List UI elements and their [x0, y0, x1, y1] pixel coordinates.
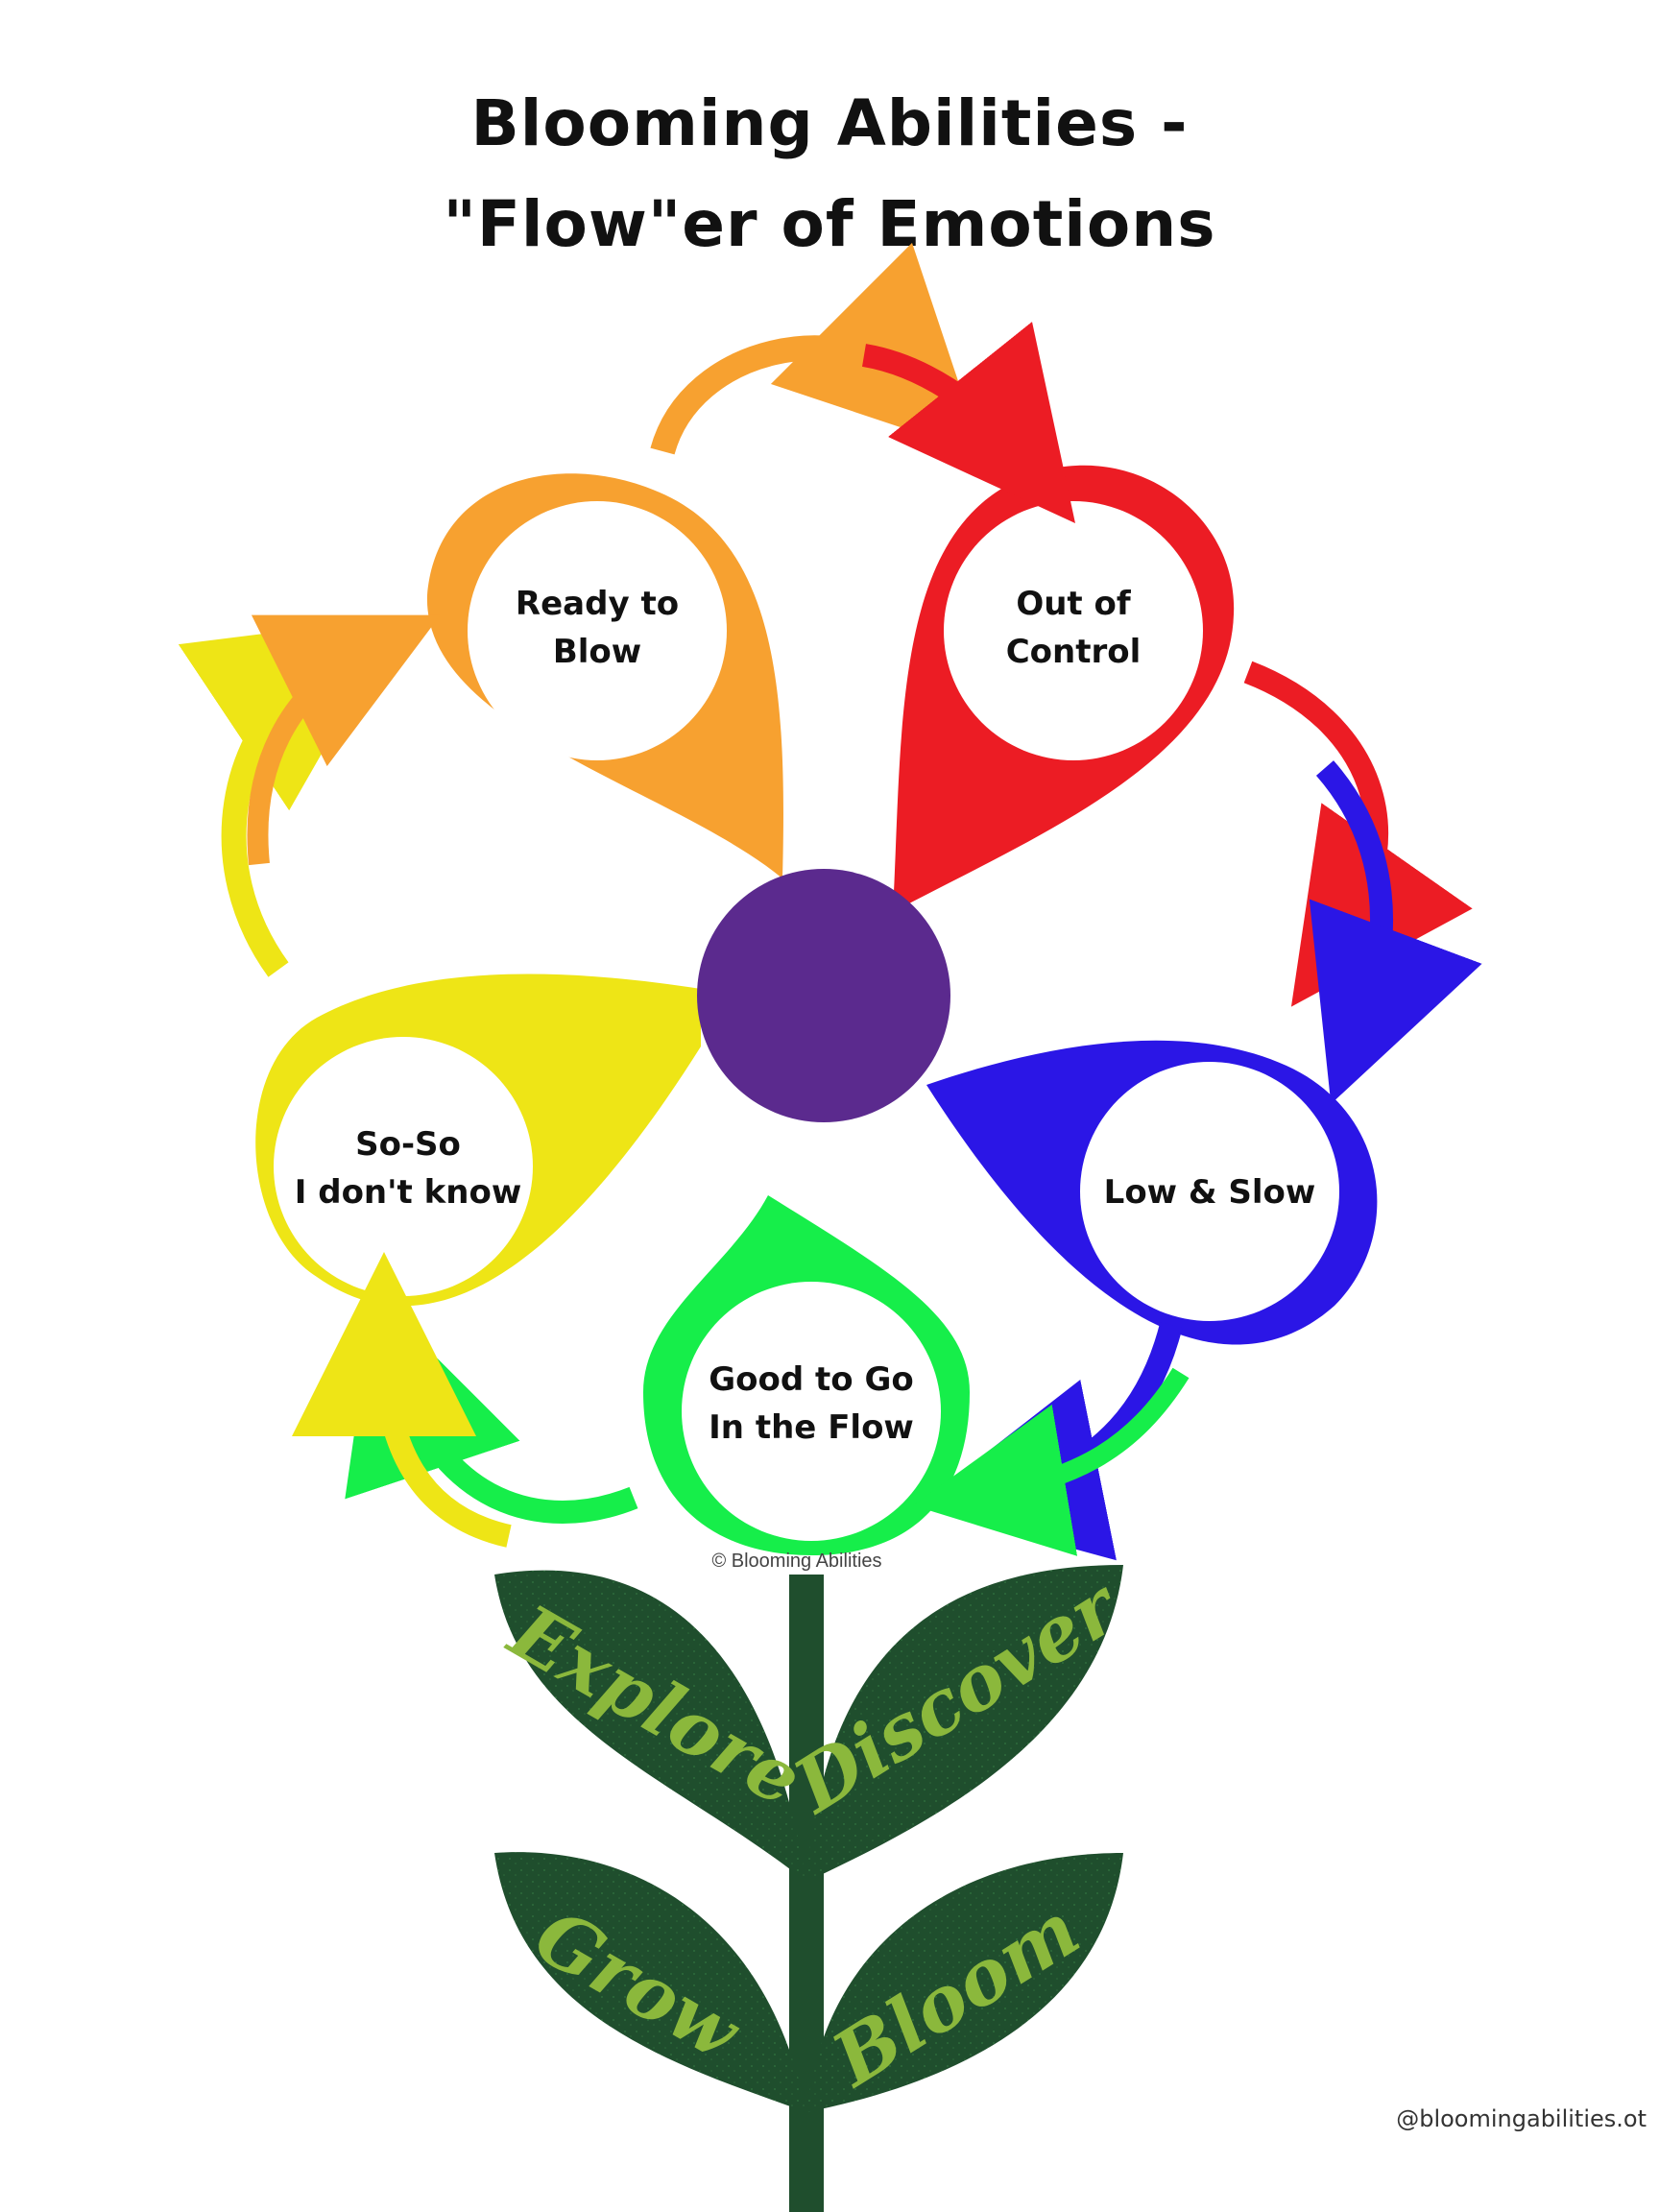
petal-out-of-control-circle: [944, 501, 1203, 760]
leaf-grow: [494, 1852, 806, 2112]
petal-so-so-circle: [274, 1037, 533, 1296]
label-good-line1: Good to Go: [709, 1360, 914, 1399]
label-out-of-control-line2: Control: [1006, 633, 1142, 671]
arrow-to-good: [913, 1367, 1190, 1556]
label-out-of-control-line1: Out of: [1016, 585, 1132, 623]
stem: [789, 1575, 824, 2212]
petal-low-slow-circle: [1080, 1062, 1339, 1321]
label-low-slow: Low & Slow: [1104, 1173, 1316, 1212]
arrow-to-out-of-control: [861, 322, 1075, 523]
label-ready-line1: Ready to: [516, 585, 679, 623]
petal-good-circle: [682, 1282, 941, 1541]
leaf-explore: [494, 1570, 806, 1882]
arrow-red-to-blue: [1243, 661, 1473, 1007]
leaf-bloom: [806, 1853, 1123, 2112]
title-line-1: Blooming Abilities -: [470, 86, 1189, 160]
arrow-to-ready: [247, 614, 441, 866]
copyright-text: © Blooming Abilities: [711, 1551, 881, 1572]
flower-center: [697, 869, 950, 1122]
leaf-discover: [806, 1565, 1123, 1882]
petal-ready-circle: [468, 501, 727, 760]
arrow-to-so-so: [292, 1252, 512, 1548]
label-so-so-line2: I don't know: [295, 1173, 521, 1212]
label-so-so-line1: So-So: [355, 1125, 461, 1164]
arrow-to-low-slow: [1309, 760, 1482, 1104]
label-good-line2: In the Flow: [709, 1408, 914, 1447]
arrow-yellow-to-orange: [178, 616, 400, 977]
social-handle: @bloomingabilities.ot: [1396, 2105, 1647, 2132]
label-ready-line2: Blow: [553, 633, 641, 671]
